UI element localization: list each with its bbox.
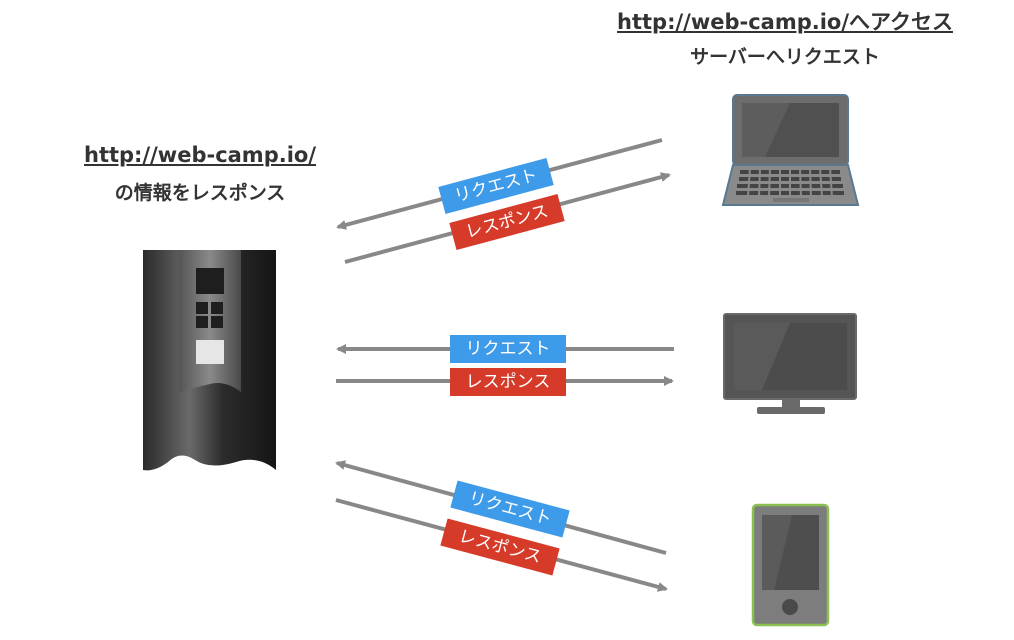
laptop-icon [721,94,860,206]
smartphone-icon [751,503,830,627]
server-icon [143,250,276,471]
monitor-icon [723,313,857,414]
client-url-heading: http://web-camp.io/へアクセス [617,10,953,34]
client-caption: サーバーへリクエスト [690,46,880,68]
response-label-monitor: レスポンス [450,368,566,396]
server-caption: の情報をレスポンス [114,182,286,204]
server-url-heading: http://web-camp.io/ [84,143,316,167]
request-label-monitor: リクエスト [450,335,566,363]
